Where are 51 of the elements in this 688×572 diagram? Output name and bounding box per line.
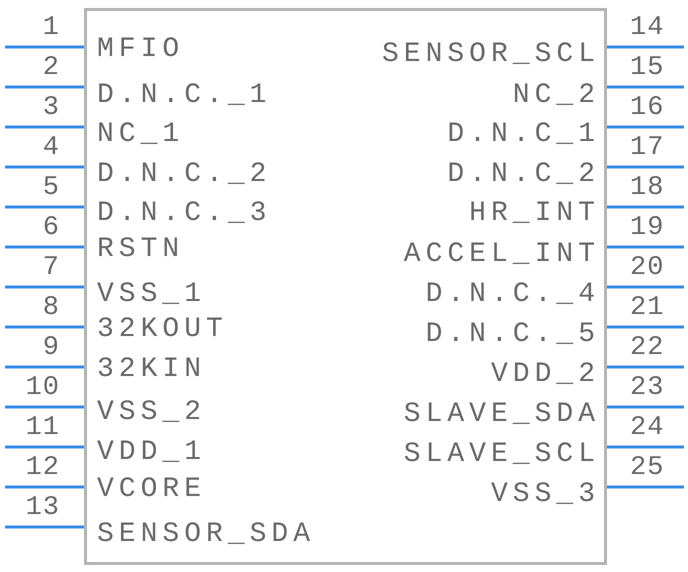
pin-name: D.N.C_1 xyxy=(447,119,600,151)
pin-name: VSS_2 xyxy=(97,397,206,429)
pin-name: D.N.C._5 xyxy=(426,319,600,351)
pin-name: NC_1 xyxy=(97,119,184,151)
pin-name: SLAVE_SDA xyxy=(404,399,600,431)
pin-number: 22 xyxy=(630,333,664,363)
pin-number: 6 xyxy=(42,213,60,243)
pin-number: 8 xyxy=(42,293,60,323)
pin-number: 20 xyxy=(630,253,664,283)
pin-number: 25 xyxy=(630,453,664,483)
pin-name: SLAVE_SCL xyxy=(404,439,600,471)
pin-name: RSTN xyxy=(97,234,184,266)
pin-name: MFIO xyxy=(97,34,184,66)
chip-body xyxy=(84,8,607,565)
pin-name: VCORE xyxy=(97,474,206,506)
pin-name: NC_2 xyxy=(512,80,600,112)
pin-number: 13 xyxy=(26,493,60,523)
pin-name: D.N.C._1 xyxy=(97,80,272,112)
pin-name: D.N.C_2 xyxy=(447,159,600,191)
pin-name: 32KIN xyxy=(97,354,206,386)
pin-name: ACCEL_INT xyxy=(404,239,600,271)
pin-name: VSS_1 xyxy=(97,279,206,311)
pin-number: 17 xyxy=(630,133,664,163)
pin-name: VDD_1 xyxy=(97,437,206,469)
pin-number: 18 xyxy=(630,173,664,203)
pin-number: 15 xyxy=(630,53,664,83)
pin-name: SENSOR_SCL xyxy=(382,39,600,71)
pin-name: D.N.C._3 xyxy=(97,198,272,230)
pin-number: 5 xyxy=(42,173,60,203)
pin-number: 23 xyxy=(630,373,664,403)
pin-name: HR_INT xyxy=(469,198,600,230)
pin-number: 16 xyxy=(630,93,664,123)
pin-name: SENSOR_SDA xyxy=(97,519,316,551)
pin-name: 32KOUT xyxy=(97,314,228,346)
pin-number: 3 xyxy=(42,93,60,123)
pin-number: 21 xyxy=(630,293,664,323)
pin-name: D.N.C._2 xyxy=(97,159,272,191)
pin-name: VSS_3 xyxy=(490,479,600,511)
pin-name: VDD_2 xyxy=(490,359,600,391)
pin-number: 7 xyxy=(42,253,60,283)
pin-number: 19 xyxy=(630,213,664,243)
pin-number: 10 xyxy=(26,373,60,403)
pin-number: 9 xyxy=(42,333,60,363)
pin-number: 4 xyxy=(42,133,60,163)
pin-number: 2 xyxy=(42,53,60,83)
pin-number: 11 xyxy=(26,413,60,443)
pin-number: 24 xyxy=(630,413,664,443)
pin-number: 14 xyxy=(630,13,664,43)
pin-name: D.N.C._4 xyxy=(426,279,600,311)
pin-number: 12 xyxy=(26,453,60,483)
pin-number: 1 xyxy=(42,13,60,43)
